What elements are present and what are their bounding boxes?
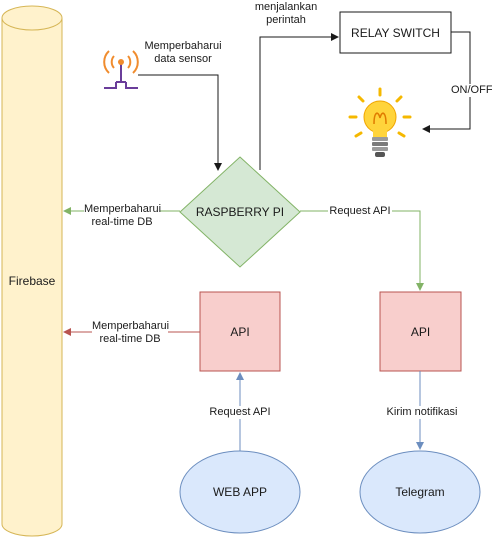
edge-relay-to-lamp bbox=[422, 31, 471, 133]
edge-label-request-api-web: Request API bbox=[208, 406, 272, 419]
antenna-icon bbox=[103, 50, 139, 89]
lightbulb-icon bbox=[348, 87, 412, 157]
firebase-cylinder bbox=[1, 5, 63, 537]
raspberry-pi-label: RASPBERRY PI bbox=[195, 205, 285, 219]
relay-switch-node bbox=[339, 11, 452, 54]
api-right-node bbox=[379, 291, 462, 372]
web-app-label: WEB APP bbox=[212, 485, 268, 499]
api-left-label: API bbox=[230, 324, 250, 339]
edge-label-sensor-update: Memperbaharui data sensor bbox=[144, 40, 222, 65]
edge-label-pi-to-db: Memperbaharui real-time DB bbox=[84, 203, 162, 229]
edge-pi-to-api-right bbox=[300, 210, 424, 291]
edge-label-request-api-pi: Request API bbox=[328, 205, 392, 218]
telegram-node bbox=[359, 450, 481, 534]
edge-label-api-to-db: Memperbaharui real-time DB bbox=[92, 320, 170, 346]
edge-label-on-off: ON/OFF bbox=[451, 84, 492, 97]
firebase-label: Firebase bbox=[8, 274, 56, 288]
edge-label-run-command: menjalankan perintah bbox=[254, 1, 318, 26]
relay-switch-label: RELAY SWITCH bbox=[351, 25, 440, 40]
edge-pi-to-relay bbox=[259, 33, 339, 170]
edge-sensor-to-pi bbox=[138, 74, 222, 171]
api-right-label: API bbox=[410, 324, 431, 339]
edge-label-send-notification: Kirim notifikasi bbox=[382, 406, 462, 419]
telegram-label: Telegram bbox=[395, 485, 445, 499]
raspberry-pi-node bbox=[179, 156, 301, 268]
